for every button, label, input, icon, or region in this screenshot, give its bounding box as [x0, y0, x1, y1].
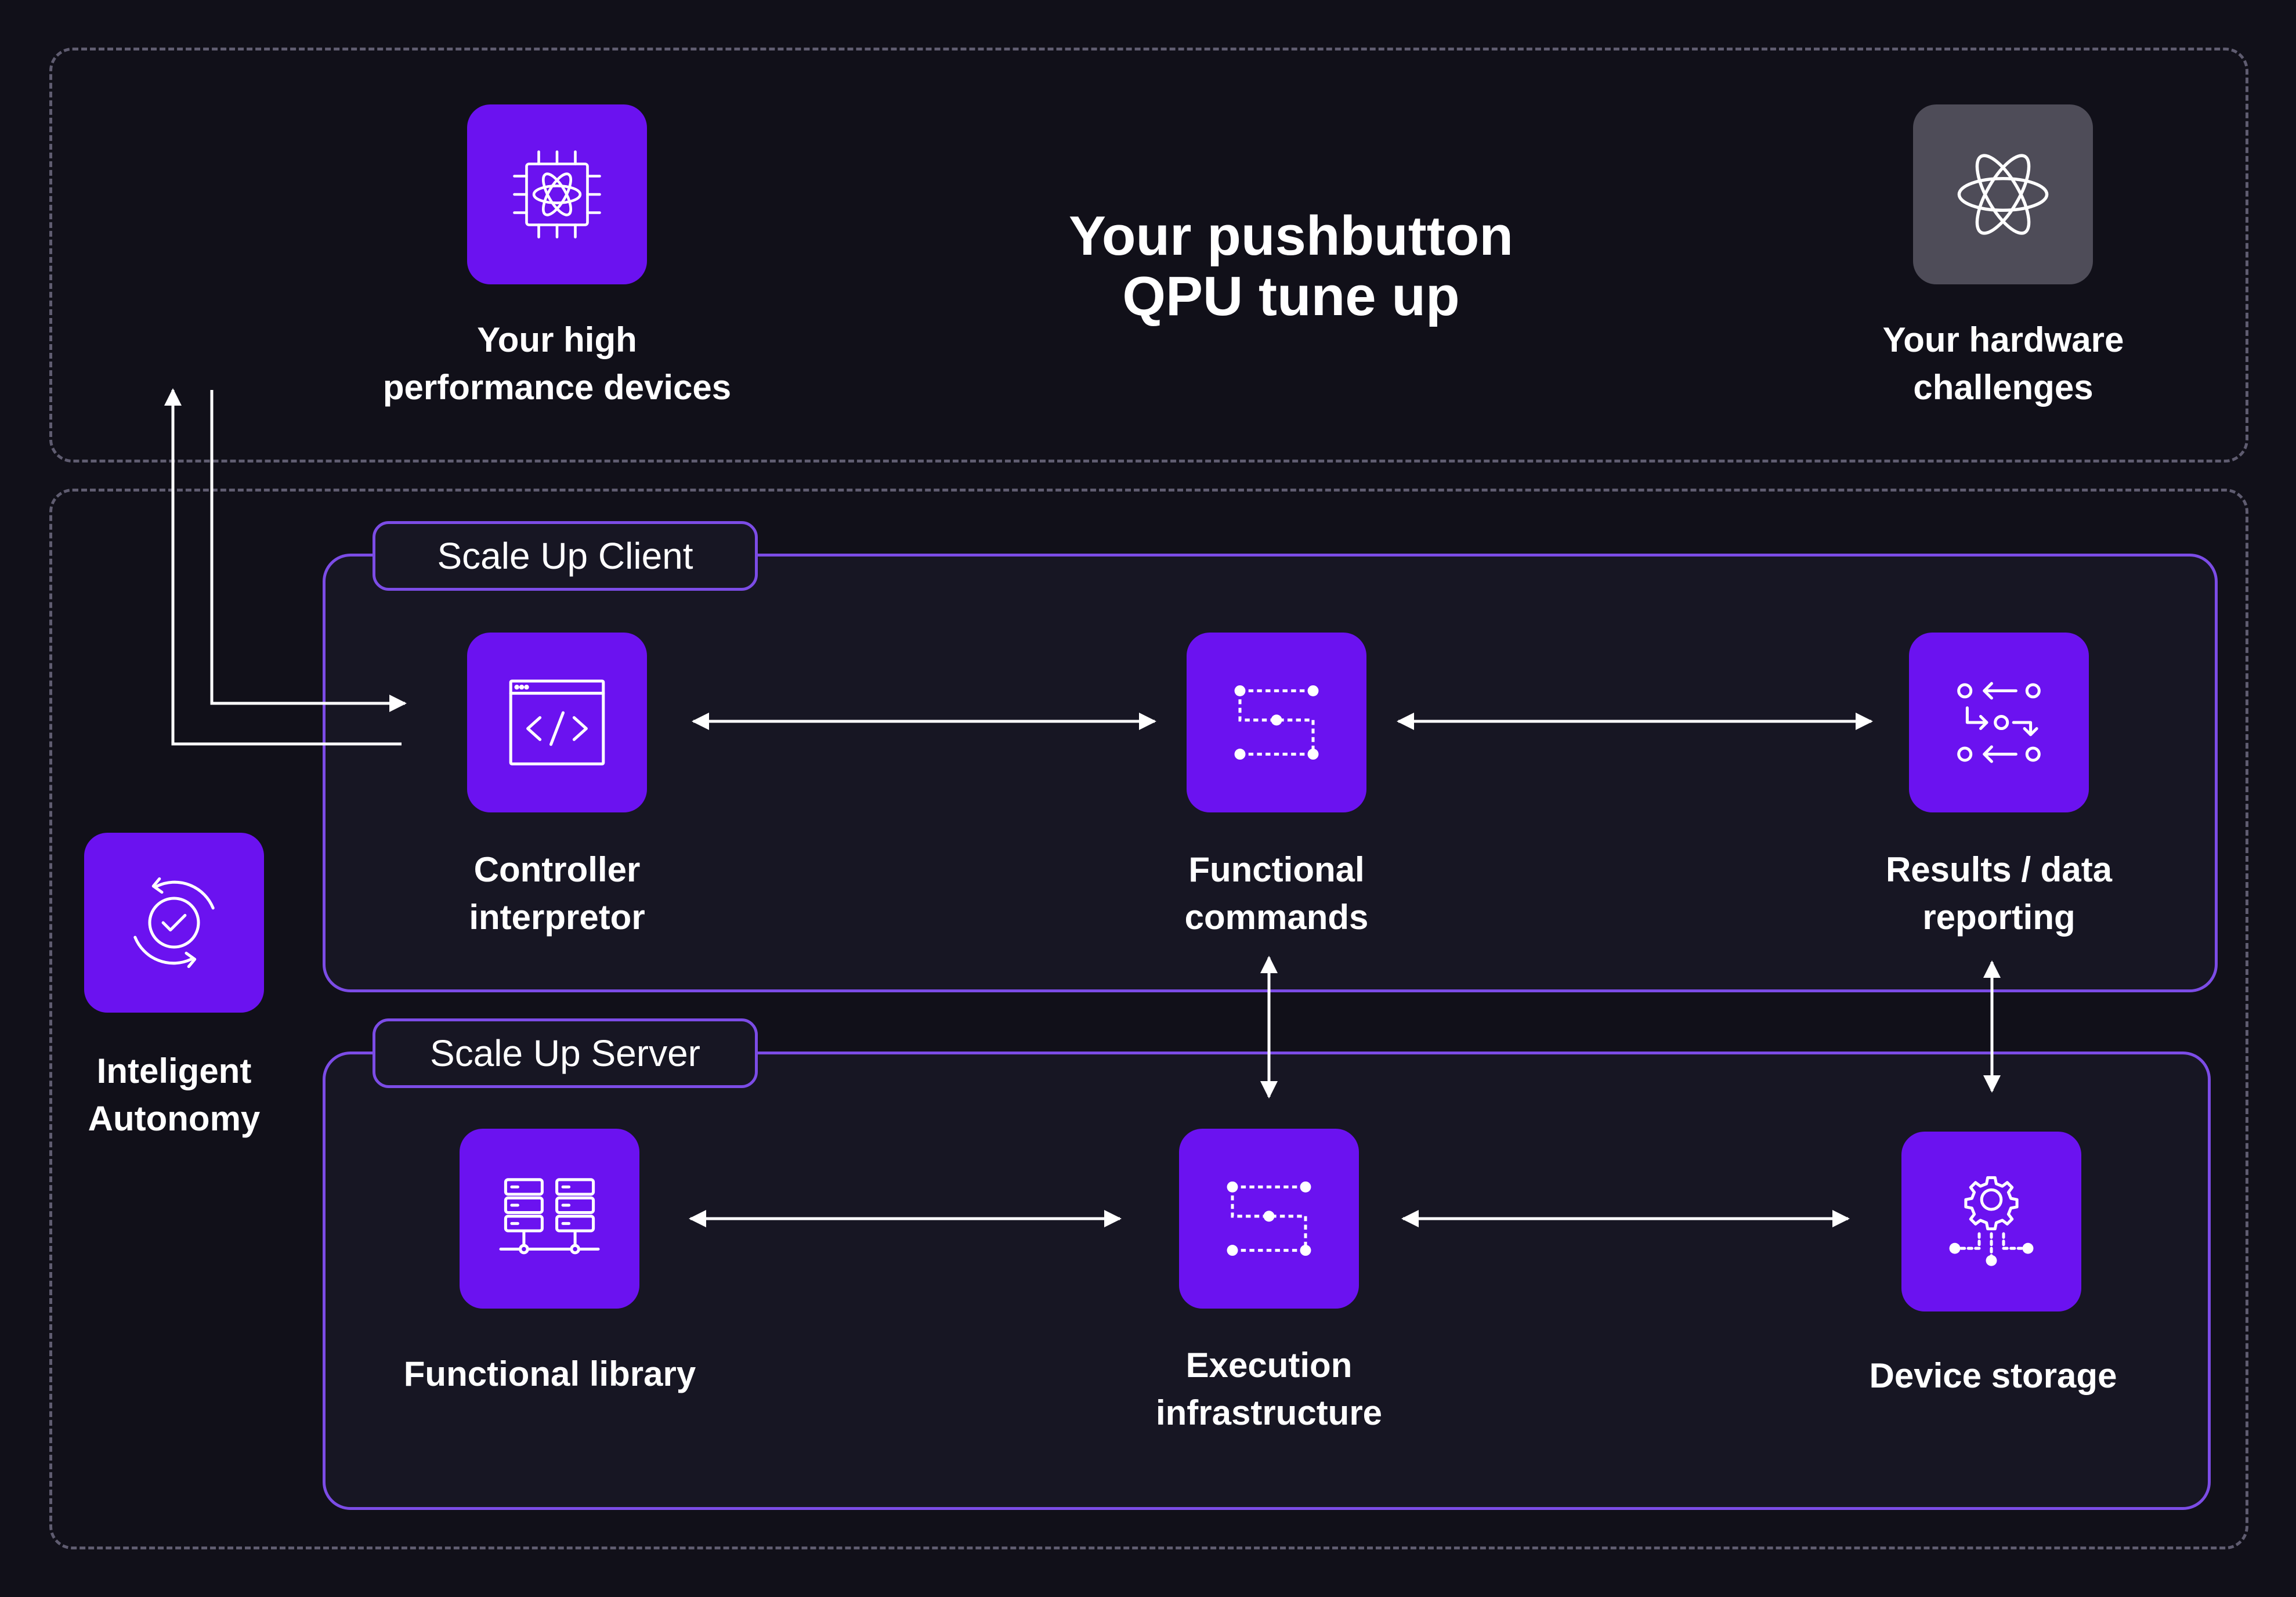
functional-library-tile [460, 1129, 639, 1309]
gear-network-icon [1949, 1176, 2034, 1266]
hardware-challenges-label: Your hardware challenges [1882, 320, 2124, 407]
server-rack-icon [499, 1178, 600, 1255]
execution-infrastructure-tile [1179, 1129, 1359, 1309]
high-performance-devices-tile [467, 104, 647, 284]
intelligent-autonomy-label: Inteligent Autonomy [88, 1052, 261, 1138]
scale-up-client-tab: Scale Up Client [373, 521, 758, 591]
code-window-icon [509, 680, 605, 765]
controller-interpretor-tile [467, 633, 647, 812]
results-data-reporting-label: Results / data reporting [1885, 850, 2113, 937]
functional-commands-tile [1187, 633, 1366, 812]
sync-check-icon [133, 877, 215, 969]
data-flow-icon [1957, 682, 2041, 763]
hardware-challenges-tile [1913, 104, 2093, 284]
atom-icon [1957, 154, 2049, 235]
loop-arrow-in [210, 390, 407, 712]
results-data-reporting-tile [1909, 633, 2089, 812]
high-performance-devices-label: Your high performance devices [382, 320, 732, 407]
execution-infrastructure-label: Execution infrastructure [1155, 1346, 1383, 1432]
controller-interpretor-label: Controller interpretor [469, 850, 645, 937]
quantum-chip-icon [513, 150, 601, 239]
flow-path-icon [1234, 685, 1319, 760]
flow-path-icon [1227, 1181, 1311, 1256]
device-storage-label: Device storage [1869, 1356, 2117, 1395]
bottom-region [49, 489, 2248, 1549]
functional-library-label: Functional library [403, 1354, 696, 1393]
scale-up-server-tab: Scale Up Server [373, 1018, 758, 1088]
page-title: Your pushbutton QPU tune up [1068, 205, 1514, 327]
loop-arrow-up [164, 388, 402, 746]
intelligent-autonomy-tile [84, 833, 264, 1013]
device-storage-tile [1901, 1132, 2081, 1311]
functional-commands-label: Functional commands [1184, 850, 1369, 937]
top-region [49, 48, 2248, 463]
